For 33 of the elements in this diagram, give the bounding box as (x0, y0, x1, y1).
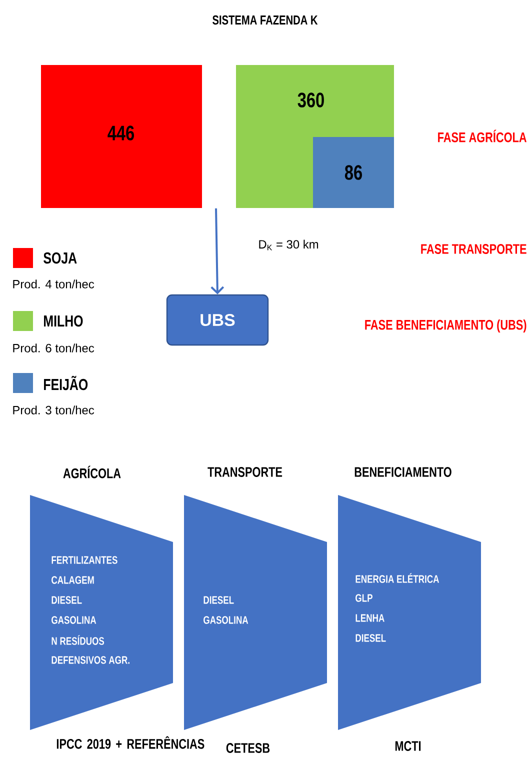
production-note: Prod. 6 ton/hec (13, 344, 94, 352)
source-note: IPCC 2019 + REFERÊNCIAS (56, 736, 204, 749)
input-item: FERTILIZANTES (52, 556, 118, 564)
production-note: Prod. 3 ton/hec (13, 406, 94, 414)
input-item: DIESEL (52, 596, 82, 604)
input-item: DEFENSIVOS AGR. (52, 656, 130, 664)
phase-heading: TRANSPORTE (208, 467, 282, 477)
input-item: LENHA (356, 614, 384, 622)
source-note: MCTI (395, 741, 421, 751)
legend-label: FEIJÃO (44, 376, 88, 390)
phase-heading: BENEFICIAMENTO (354, 467, 452, 477)
phase-label: FASE BENEFICIAMENTO (UBS) (365, 320, 526, 332)
area-block: 86 (313, 137, 394, 208)
input-item: GASOLINA (52, 616, 96, 624)
title: SISTEMA FAZENDA K (212, 15, 318, 25)
legend-label: SOJA (44, 252, 77, 264)
production-note: Prod. 4 ton/hec (13, 280, 94, 288)
arrow (210, 208, 224, 294)
process-box: UBS (166, 294, 269, 346)
input-item: CALAGEM (52, 576, 94, 584)
input-item: N RESÍDUOS (52, 635, 104, 645)
input-item: DIESEL (204, 596, 234, 604)
area-block: 446 (41, 65, 202, 208)
distance-label: D$_{K}$ = 30 km (259, 240, 318, 250)
legend-label: MILHO (44, 315, 83, 327)
input-item: DIESEL (356, 634, 386, 642)
phase-label: FASE TRANSPORTE (421, 244, 526, 254)
source-note: CETESB (226, 743, 270, 753)
input-item: ENERGIA ELÉTRICA (356, 573, 440, 583)
phase-heading: AGRÍCOLA (63, 466, 121, 478)
input-item: GASOLINA (204, 616, 248, 624)
input-item: GLP (356, 594, 372, 602)
phase-label: FASE AGRÍCOLA (438, 130, 526, 142)
